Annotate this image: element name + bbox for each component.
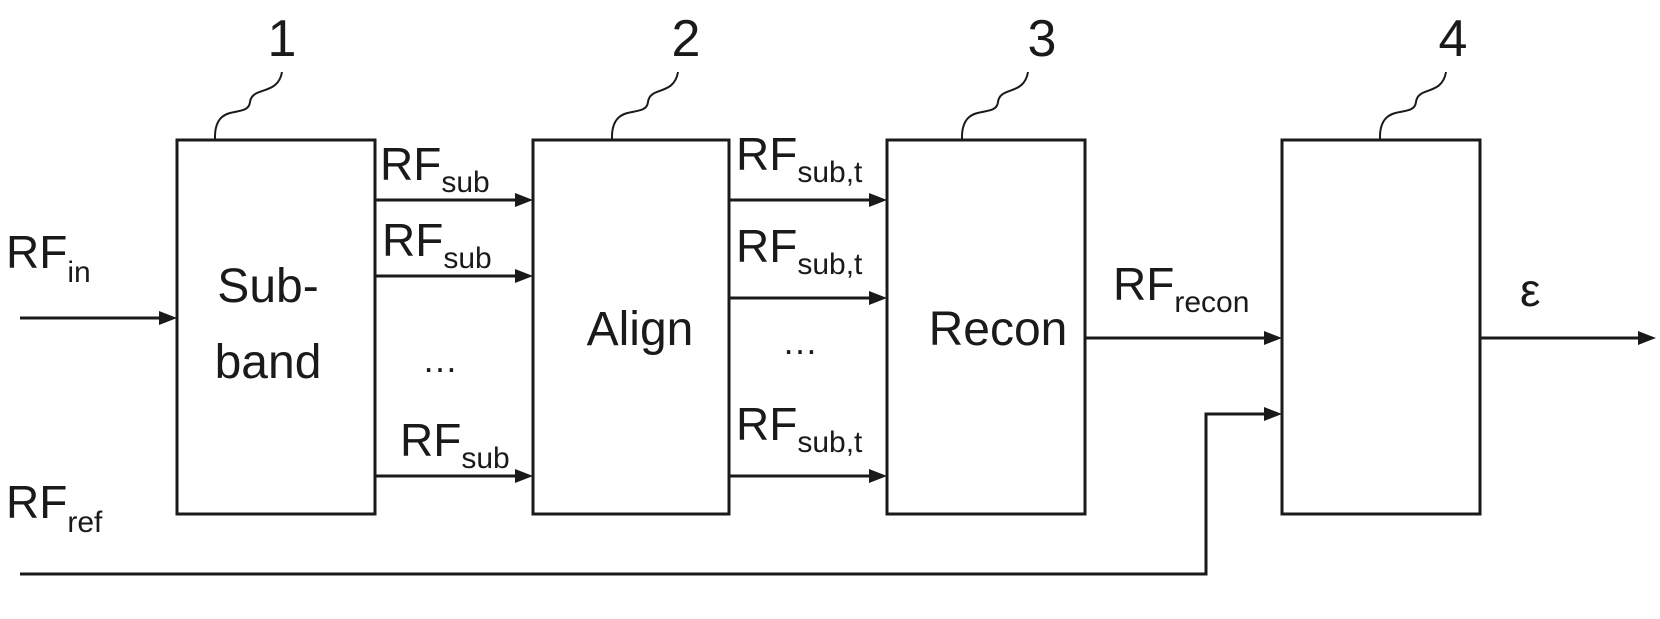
block-4-number: 4: [1439, 10, 1468, 68]
rf-sub-label-2: RFsub: [382, 214, 492, 275]
rf-sub-label-3: RFsub: [400, 414, 510, 475]
rf-sub-arrowhead-1: [515, 193, 533, 207]
block-4-leader: [1380, 72, 1446, 139]
rf-sub-label-1: RFsub: [380, 138, 490, 199]
subband-label-line-2: band: [215, 336, 322, 389]
block-4: [1282, 140, 1480, 514]
epsilon-arrowhead: [1638, 331, 1656, 345]
rf-sub-t-label-2: RFsub,t: [736, 220, 863, 281]
rf-recon-arrowhead: [1264, 331, 1282, 345]
recon-label: Recon: [929, 303, 1068, 356]
rf-recon-label: RFrecon: [1113, 258, 1249, 319]
rf-sub-t-arrowhead-2: [869, 291, 887, 305]
rf-ref-arrowhead: [1264, 407, 1282, 421]
rf-in-arrowhead: [159, 311, 177, 325]
block-1-number: 1: [268, 10, 297, 68]
block-3-leader: [962, 72, 1028, 139]
rf-sub-t-ellipsis: …: [782, 321, 818, 362]
rf-sub-ellipsis: …: [422, 339, 458, 380]
subband-block: [177, 140, 375, 514]
rf-sub-t-arrowhead-1: [869, 193, 887, 207]
rf-sub-t-label-1: RFsub,t: [736, 128, 863, 189]
rf-sub-arrowhead-2: [515, 269, 533, 283]
subband-label-line-1: Sub-: [217, 260, 318, 313]
block-2-leader: [612, 72, 678, 139]
rf-sub-t-arrowhead-3: [869, 469, 887, 483]
rf-in-label: RFin: [6, 226, 91, 289]
block-2-number: 2: [672, 10, 701, 68]
epsilon-label: ε: [1520, 264, 1541, 316]
rf-ref-label: RFref: [6, 476, 103, 539]
rf-sub-t-label-3: RFsub,t: [736, 398, 863, 459]
block-1-leader: [215, 72, 282, 139]
rf-sub-arrowhead-3: [515, 469, 533, 483]
block-3-number: 3: [1028, 10, 1057, 68]
align-label: Align: [587, 303, 694, 356]
